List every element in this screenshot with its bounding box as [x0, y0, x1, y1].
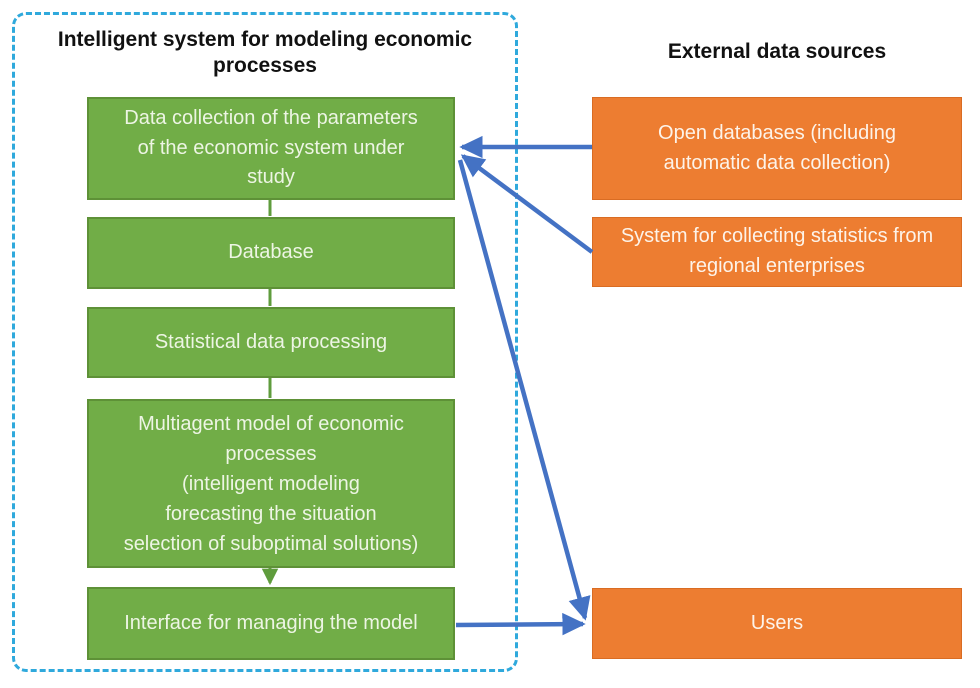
box-database: Database	[87, 217, 455, 289]
box-open-databases: Open databases (including automatic data…	[592, 97, 962, 200]
box-statistical-processing: Statistical data processing	[87, 307, 455, 378]
box-multiagent-model: Multiagent model of economic processes (…	[87, 399, 455, 568]
box-regional-statistics: System for collecting statistics from re…	[592, 217, 962, 287]
left-panel-title: Intelligent system for modeling economic…	[57, 28, 473, 78]
box-model-interface: Interface for managing the model	[87, 587, 455, 660]
box-data-collection: Data collection of the parameters of the…	[87, 97, 455, 200]
right-panel-title: External data sources	[667, 40, 887, 63]
box-users: Users	[592, 588, 962, 659]
